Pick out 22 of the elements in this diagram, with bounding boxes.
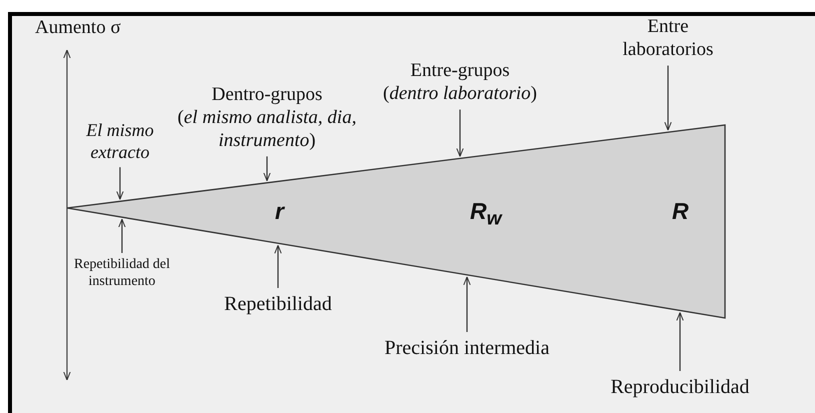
- annotation-label: Repetibilidad del instrumento: [72, 257, 172, 291]
- annotation-label: Reproducibilidad: [610, 375, 750, 399]
- annotation-label: Dentro-grupos: [210, 84, 324, 107]
- annotation-note: (el mismo analista, dia, instrumento): [176, 106, 358, 152]
- symbol-label: R: [672, 198, 689, 225]
- symbol-label: r: [275, 198, 284, 225]
- axis-label: Aumento σ: [35, 17, 121, 40]
- annotation-label: Repetibilidad: [223, 292, 333, 316]
- symbol-label: R$_{w}$: [470, 198, 502, 231]
- arrow: [676, 312, 684, 371]
- arrow: [664, 66, 672, 131]
- arrow: [116, 167, 124, 200]
- annotation-note: (dentro laboratorio): [382, 82, 538, 106]
- arrow: [263, 156, 271, 182]
- arrow: [274, 244, 282, 288]
- arrow: [118, 218, 126, 253]
- annotation-label: Precisión intermedia: [384, 336, 550, 360]
- arrow: [456, 110, 464, 157]
- arrow: [463, 276, 471, 332]
- annotation-label: Entre-grupos: [409, 60, 511, 83]
- annotation-label: El mismo extracto: [85, 120, 155, 164]
- annotation-label: Entre laboratorios: [622, 16, 714, 62]
